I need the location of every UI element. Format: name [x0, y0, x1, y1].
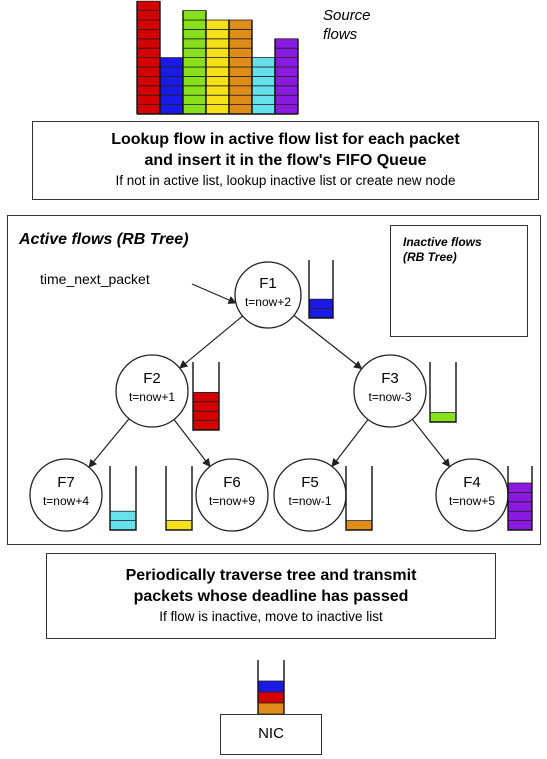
traverse-line2: packets whose deadline has passed: [133, 588, 409, 605]
source-label-line2: flows: [323, 26, 358, 43]
node-f4-queue: [507, 466, 533, 531]
node-f7-packet: [109, 510, 137, 522]
node-f4: F4 t=now+5: [436, 474, 508, 508]
node-f4-packet: [507, 491, 533, 503]
tree-edge-f3-f5: [331, 419, 369, 468]
nic-label: NIC: [258, 725, 284, 742]
traverse-line1: Periodically traverse tree and transmit: [125, 567, 417, 584]
node-f1-time: t=now+2: [244, 295, 292, 309]
node-f4-packet: [507, 520, 533, 531]
active-tree-title: Active flows (RB Tree): [19, 231, 189, 248]
inactive-title-line2: (RB Tree): [403, 250, 457, 264]
node-f1-circle: [234, 261, 302, 329]
tree-diagram: [29, 260, 533, 532]
node-f2-queue: [192, 362, 220, 431]
traverse-line3: If flow is inactive, move to inactive li…: [159, 609, 383, 624]
node-f7-name: F7: [57, 474, 75, 491]
nic-queue-walls: [257, 660, 285, 714]
source-flows-label: Source flows: [323, 6, 371, 44]
node-f6-name: F6: [223, 474, 241, 491]
nic-packet: [257, 691, 285, 704]
node-f7-time: t=now+4: [42, 494, 90, 508]
tree-edge-f2-f7: [88, 418, 130, 468]
node-f4-name: F4: [463, 474, 481, 491]
tree-edge-f2-f6: [173, 419, 211, 468]
node-f2-packet: [192, 391, 220, 403]
tree-edge-f1-f3: [293, 314, 363, 370]
inactive-title-line1: Inactive flows: [403, 235, 482, 249]
tree-edge-f3-f4: [411, 418, 451, 468]
node-f2-time: t=now+1: [128, 390, 176, 404]
node-f4-packet: [507, 482, 533, 493]
node-f6-packet: [165, 520, 193, 531]
node-f1-name: F1: [259, 275, 277, 292]
node-f3-packet: [429, 412, 457, 423]
node-f2-packet: [192, 410, 220, 422]
node-f6-queue: [165, 466, 193, 531]
node-f5: F5 t=now-1: [274, 474, 346, 508]
node-f7: F7 t=now+4: [30, 474, 102, 508]
lookup-line2: and insert it in the flow's FIFO Queue: [144, 152, 427, 169]
node-f4-packet: [507, 501, 533, 512]
node-f5-name: F5: [301, 474, 319, 491]
node-f2-packet: [192, 420, 220, 431]
node-f4-time: t=now+5: [448, 494, 496, 508]
node-f7-queue: [109, 466, 137, 531]
lookup-box: Lookup flow in active flow list for each…: [32, 121, 539, 200]
node-f3: F3 t=now-3: [354, 370, 426, 404]
lookup-line3: If not in active list, lookup inactive l…: [115, 173, 456, 188]
source-label-line1: Source: [323, 7, 371, 24]
nic-packet: [257, 702, 285, 715]
node-f2-circle: [115, 354, 189, 428]
inactive-tree-title: Inactive flows (RB Tree): [403, 235, 482, 265]
node-f2-name: F2: [143, 370, 161, 387]
node-f2-packet: [192, 401, 220, 412]
node-f5-packet: [345, 520, 373, 531]
node-f5-queue: [345, 466, 373, 531]
node-f1-packet: [308, 298, 334, 310]
node-f5-time: t=now-1: [288, 494, 332, 508]
node-f1: F1 t=now+2: [234, 275, 302, 309]
node-f6: F6 t=now+9: [196, 474, 268, 508]
node-f3-name: F3: [381, 370, 399, 387]
node-f4-packet: [507, 510, 533, 522]
lookup-line1: Lookup flow in active flow list for each…: [111, 131, 460, 148]
pointer-label: time_next_packet: [40, 271, 150, 287]
node-f6-circle: [195, 458, 269, 532]
node-f3-queue: [429, 362, 457, 423]
node-f6-time: t=now+9: [208, 494, 256, 508]
inactive-tree-box: [390, 225, 528, 337]
node-f3-circle: [353, 354, 427, 428]
nic-queue: [257, 660, 285, 715]
node-f7-packet: [109, 520, 137, 531]
node-f3-time: t=now-3: [368, 390, 412, 404]
node-f1-packet: [308, 308, 334, 319]
node-f2: F2 t=now+1: [116, 370, 188, 404]
source-flows: [136, 0, 299, 115]
nic-box: NIC: [220, 714, 322, 755]
pointer-arrow: [191, 283, 237, 304]
traverse-box: Periodically traverse tree and transmit …: [46, 553, 496, 639]
tree-edge-f1-f2: [179, 315, 243, 369]
node-f7-circle: [29, 458, 103, 532]
node-f1-queue: [308, 260, 334, 319]
nic-packet: [257, 680, 285, 693]
